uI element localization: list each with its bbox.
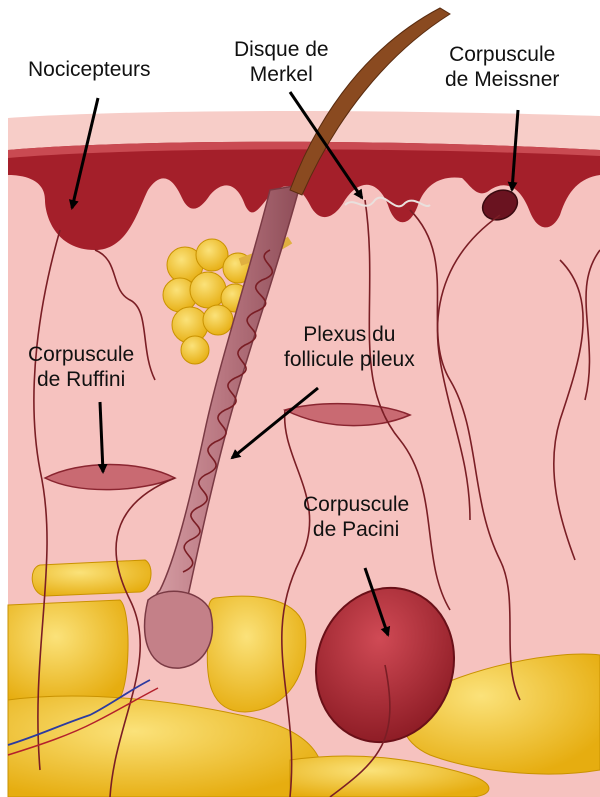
label-meissner-line-1: Corpuscule <box>445 42 559 67</box>
fat-lobule <box>32 560 151 596</box>
label-follicle-plexus-line-1: Plexus du <box>284 322 415 347</box>
label-nociceptors-line: Nocicepteurs <box>28 57 151 82</box>
label-merkel-disc: Disque de Merkel <box>234 37 329 87</box>
fat-lobule <box>8 600 128 705</box>
hair-bulb <box>145 591 213 668</box>
label-merkel-line-1: Disque de <box>234 37 329 62</box>
label-ruffini-line-1: Corpuscule <box>28 342 134 367</box>
label-pacini-line-2: de Pacini <box>303 517 409 542</box>
label-pacini-corpuscle: Corpuscule de Pacini <box>303 492 409 542</box>
label-pacini-line-1: Corpuscule <box>303 492 409 517</box>
label-ruffini-corpuscle: Corpuscule de Ruffini <box>28 342 134 392</box>
label-ruffini-line-2: de Ruffini <box>28 367 134 392</box>
label-follicle-plexus-line-2: follicule pileux <box>284 347 415 372</box>
label-nociceptors: Nocicepteurs <box>28 57 151 82</box>
label-meissner-line-2: de Meissner <box>445 67 559 92</box>
label-meissner-corpuscle: Corpuscule de Meissner <box>445 42 559 92</box>
label-follicle-plexus: Plexus du follicule pileux <box>284 322 415 372</box>
label-merkel-line-2: Merkel <box>234 62 329 87</box>
